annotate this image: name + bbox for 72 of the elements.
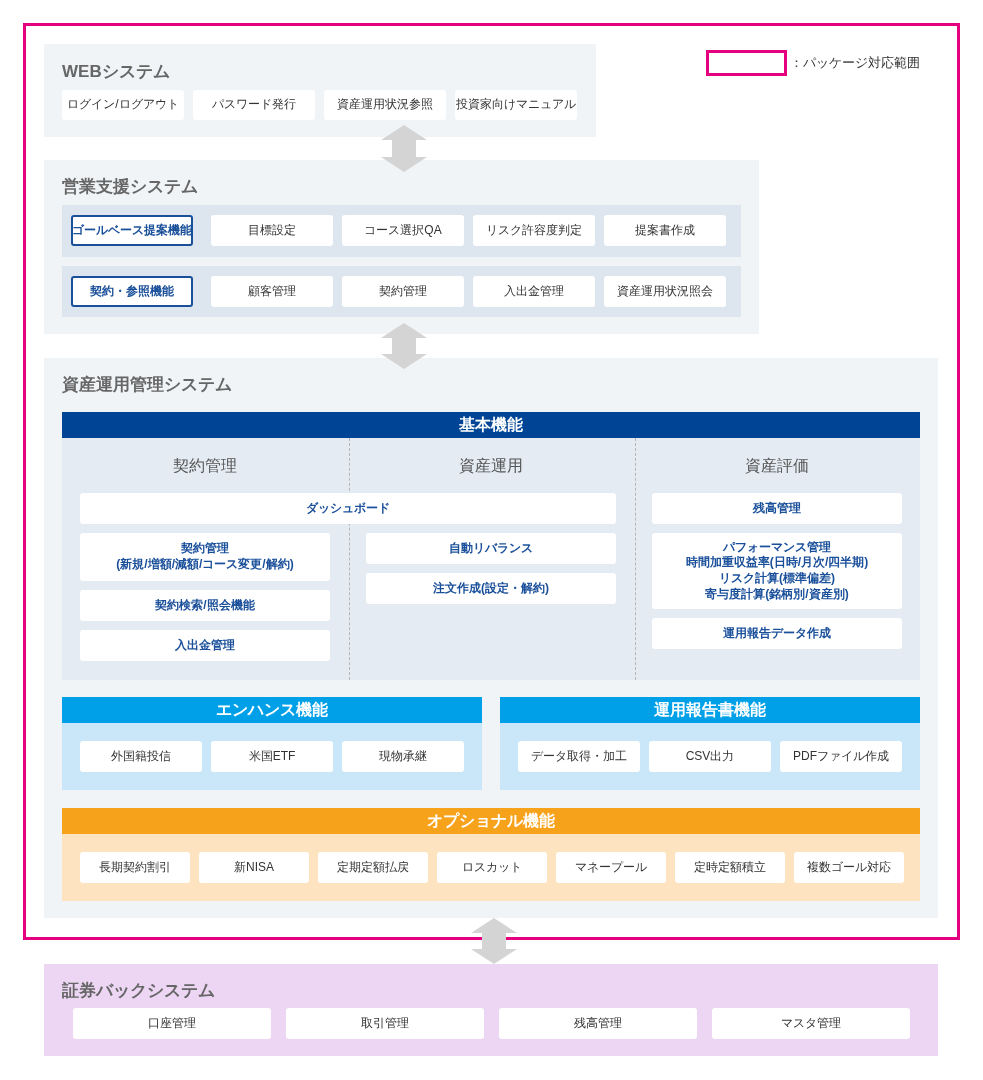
category-box: 契約・参照機能 <box>71 276 193 307</box>
function-panel <box>62 697 482 790</box>
function-panel <box>500 697 920 790</box>
column-heading: 契約管理 <box>173 456 237 476</box>
feature-label: 寄与度計算(銘柄別/資産別) <box>705 586 849 603</box>
feature-box: 残高管理 <box>652 493 902 524</box>
system-title: WEBシステム <box>62 62 170 82</box>
double-arrow <box>381 125 427 172</box>
feature-box: 契約管理 <box>342 276 464 307</box>
feature-label: パフォーマンス管理 <box>723 539 831 555</box>
legend-label: ：パッケージ対応範囲 <box>790 55 920 71</box>
feature-box: 残高管理 <box>499 1008 697 1039</box>
feature-label: 時間加重収益率(日時/月次/四半期) <box>685 555 869 571</box>
feature-box: 定期定額払戻 <box>318 852 428 883</box>
feature-box: 注文作成(設定・解約) <box>366 573 616 604</box>
system-panel <box>44 160 759 334</box>
system-panel <box>44 44 596 137</box>
feature-box: 運用報告データ作成 <box>652 618 902 649</box>
feature-box: 提案書作成 <box>604 215 726 246</box>
feature-box: 口座管理 <box>73 1008 271 1039</box>
feature-box: 取引管理 <box>286 1008 484 1039</box>
feature-box: 契約検索/照会機能 <box>80 590 330 621</box>
panel-header: オプショナル機能 <box>62 808 920 834</box>
feature-box: パスワード発行 <box>193 90 315 120</box>
system-panel <box>44 358 938 918</box>
feature-box: ログイン/ログアウト <box>62 90 184 120</box>
double-arrow <box>381 323 427 369</box>
feature-label: (新規/増額/減額/コース変更/解約) <box>116 557 294 573</box>
feature-box: ロスカット <box>437 852 547 883</box>
feature-box: 資産運用状況照会 <box>604 276 726 307</box>
column-heading: 資産評価 <box>745 456 809 476</box>
double-arrow <box>471 918 517 964</box>
feature-row <box>62 266 741 317</box>
panel-header: 運用報告書機能 <box>500 697 920 723</box>
feature-box: コース選択QA <box>342 215 464 246</box>
feature-box: マスタ管理 <box>712 1008 910 1039</box>
feature-box: 米国ETF <box>211 741 333 772</box>
system-panel <box>44 964 938 1056</box>
feature-label: 契約管理 <box>181 541 229 557</box>
function-panel <box>62 808 920 901</box>
package-scope-frame <box>23 23 960 940</box>
panel-header: エンハンス機能 <box>62 697 482 723</box>
feature-box: 複数ゴール対応 <box>794 852 904 883</box>
feature-box: 長期契約割引 <box>80 852 190 883</box>
feature-row <box>62 205 741 257</box>
feature-label: リスク計算(標準偏差) <box>719 571 835 587</box>
feature-box: ダッシュボード <box>80 493 616 524</box>
panel-header: 基本機能 <box>62 412 920 438</box>
function-panel <box>62 412 920 680</box>
feature-box <box>80 533 330 581</box>
column-heading: 資産運用 <box>459 456 523 476</box>
system-title: 資産運用管理システム <box>62 375 232 395</box>
feature-box: 自動リバランス <box>366 533 616 564</box>
feature-box: 外国籍投信 <box>80 741 202 772</box>
feature-box: 定時定額積立 <box>675 852 785 883</box>
feature-box: PDFファイル作成 <box>780 741 902 772</box>
feature-box: 目標設定 <box>211 215 333 246</box>
feature-box: マネープール <box>556 852 666 883</box>
feature-box: 入出金管理 <box>473 276 595 307</box>
feature-box: 新NISA <box>199 852 309 883</box>
feature-box: 投資家向けマニュアル <box>455 90 577 120</box>
feature-box: CSV出力 <box>649 741 771 772</box>
feature-box: 資産運用状況参照 <box>324 90 446 120</box>
feature-box: リスク許容度判定 <box>473 215 595 246</box>
feature-box: 顧客管理 <box>211 276 333 307</box>
category-box: ゴールベース提案機能 <box>71 215 193 246</box>
system-title: 証券バックシステム <box>62 981 215 1001</box>
feature-box: 入出金管理 <box>80 630 330 661</box>
feature-box: 現物承継 <box>342 741 464 772</box>
feature-box <box>652 533 902 609</box>
feature-box: データ取得・加工 <box>518 741 640 772</box>
system-title: 営業支援システム <box>62 177 198 197</box>
